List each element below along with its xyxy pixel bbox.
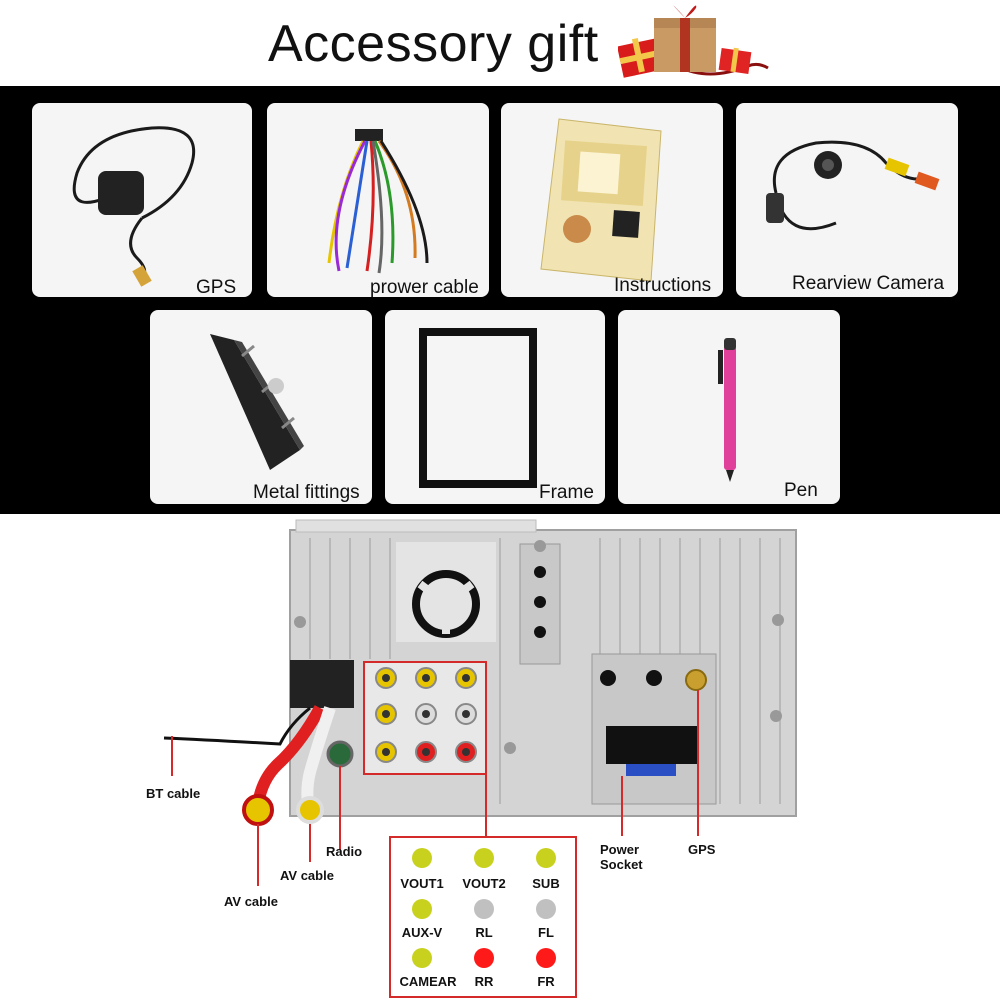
- legend-label: RR: [474, 974, 494, 989]
- accessory-label: prower cable: [370, 277, 479, 297]
- legend-dot: [474, 899, 494, 919]
- legend-dot: [412, 948, 432, 968]
- legend-dot: [536, 948, 556, 968]
- legend-dot: [412, 899, 432, 919]
- accessory-label: Instructions: [614, 275, 712, 296]
- head-unit-rear-illustration: [163, 519, 797, 886]
- legend-dot: [536, 848, 556, 868]
- rearview-camera-icon: [766, 140, 940, 231]
- legend-label: FR: [537, 974, 555, 989]
- legend-dot: [412, 848, 432, 868]
- accessory-card-rearview-camera: Rearview Camera: [736, 103, 958, 297]
- accessory-card-gps: GPS: [32, 103, 252, 297]
- legend-label: FL: [538, 925, 554, 940]
- power-cable-icon: [327, 129, 429, 274]
- legend-dot: [536, 899, 556, 919]
- legend-dot: [474, 848, 494, 868]
- callout-gps: GPS: [688, 842, 716, 857]
- callout-av-cable: AV cable: [280, 868, 334, 883]
- accessory-card-metal-fittings: Metal fittings: [150, 310, 372, 504]
- accessory-label: GPS: [196, 277, 237, 297]
- gift-box-icon: [618, 5, 769, 78]
- legend-label: VOUT2: [462, 876, 506, 891]
- rca-color-legend: VOUT1 VOUT2 SUB AUX-V RL FL CAMEAR RR FR: [389, 836, 577, 998]
- frame-icon: [419, 328, 537, 488]
- legend-label: RL: [475, 925, 493, 940]
- accessory-label: Rearview Camera: [792, 273, 945, 294]
- callout-av-cable: AV cable: [224, 894, 278, 909]
- accessory-label: Frame: [539, 482, 594, 503]
- accessory-label: Metal fittings: [253, 482, 360, 503]
- legend-label: VOUT1: [400, 876, 444, 891]
- callout-power-socket: Power Socket: [600, 842, 643, 872]
- legend-dot: [474, 948, 494, 968]
- accessory-card-power-cable: prower cable: [267, 103, 489, 297]
- stylus-pen-icon: [718, 338, 736, 482]
- device-rear-panel: BT cable Radio AV cable AV cable Power S…: [0, 514, 1000, 1000]
- legend-label: AUX-V: [401, 925, 443, 940]
- legend-label: CAMEAR: [399, 974, 457, 989]
- accessory-card-instructions: Instructions: [501, 103, 723, 297]
- gps-antenna-icon: [72, 126, 195, 287]
- accessory-card-frame: Frame: [385, 310, 605, 504]
- callout-radio: Radio: [326, 844, 363, 859]
- page-title: Accessory gift: [268, 15, 599, 73]
- accessory-label: Pen: [784, 480, 818, 501]
- callout-power-socket-line2: Socket: [600, 857, 643, 872]
- callout-bt-cable: BT cable: [146, 786, 201, 801]
- metal-bracket-icon: [210, 334, 304, 470]
- legend-label: SUB: [532, 876, 560, 891]
- accessories-panel: GPS prower cable Instructions: [0, 86, 1000, 514]
- instructions-booklet-icon: [540, 118, 662, 282]
- header: Accessory gift: [0, 0, 1000, 86]
- accessory-card-pen: Pen: [618, 310, 840, 504]
- callout-power-socket-line1: Power: [600, 842, 640, 857]
